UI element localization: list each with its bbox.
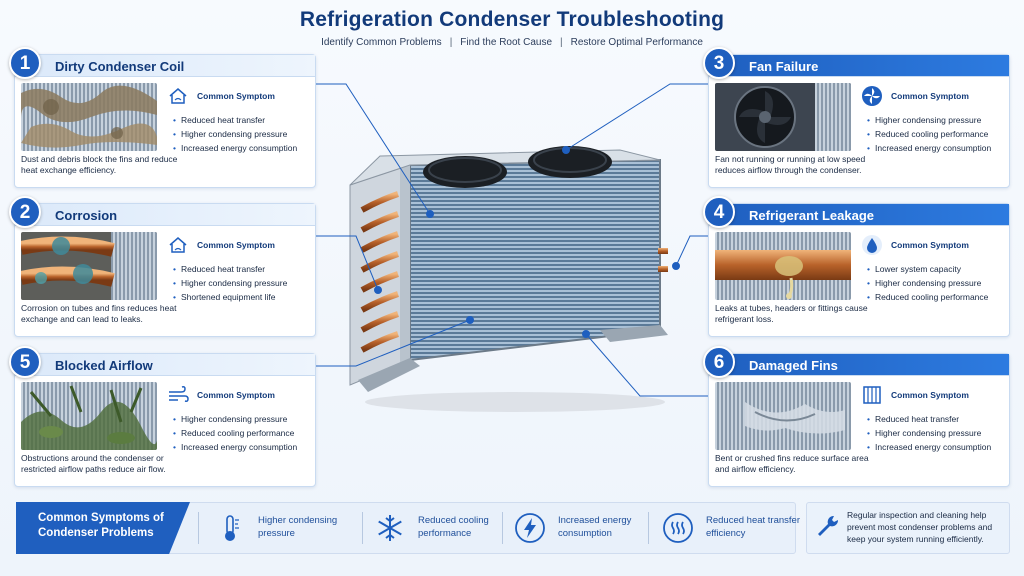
- symptom-item: Higher condensing pressure: [867, 426, 991, 440]
- card-blocked-airflow: Blocked Airflow 5 Common Symptom Higher …: [9, 346, 316, 487]
- card-title: Damaged Fins: [749, 358, 838, 373]
- card-number: 1: [9, 47, 41, 79]
- lightning-icon: [515, 513, 545, 543]
- blocked-airflow-photo: [21, 382, 157, 450]
- symptom-item: Increased energy consumption: [173, 440, 297, 454]
- card-refrigerant-leakage: Refrigerant Leakage 4 Common Symptom Low…: [703, 196, 1010, 337]
- card-caption: Dust and debris block the fins and reduc…: [21, 154, 178, 175]
- card-caption: Fan not running or running at low speed …: [715, 154, 866, 175]
- card-number: 4: [703, 196, 735, 228]
- divider: [502, 512, 503, 544]
- card-caption: Bent or crushed fins reduce surface area…: [715, 453, 869, 474]
- bottom-symptom-item: Increased energy consumption: [514, 510, 650, 546]
- symptom-heading: Common Symptom: [891, 240, 969, 250]
- card-corrosion: Corrosion 2 Common Symptom Reduced heat …: [9, 196, 316, 337]
- bottom-symptom-item: Higher condensing pressure: [214, 510, 364, 546]
- fan-icon: [862, 86, 882, 106]
- bottom-symptom-text: Reduced heat transfer efficiency: [706, 515, 801, 539]
- divider: [198, 512, 199, 544]
- card-title: Fan Failure: [749, 59, 819, 74]
- card-number: 2: [9, 196, 41, 228]
- house-warning-icon: [169, 237, 187, 253]
- symptom-heading: Common Symptom: [197, 390, 275, 400]
- card-caption: Corrosion on tubes and fins reduces heat…: [21, 303, 177, 324]
- droplet-icon: [862, 235, 882, 255]
- symptom-item: Higher condensing pressure: [867, 276, 988, 290]
- snowflake-icon: [378, 515, 402, 541]
- symptom-item: Reduced heat transfer: [173, 113, 297, 127]
- thermometer-icon: [225, 515, 239, 541]
- divider: [362, 512, 363, 544]
- card-number: 3: [703, 47, 735, 79]
- symptom-item: Reduced cooling performance: [173, 426, 297, 440]
- fan-failure-photo: [715, 83, 851, 151]
- symptom-item: Lower system capacity: [867, 262, 988, 276]
- divider: [648, 512, 649, 544]
- card-title: Corrosion: [55, 208, 118, 223]
- card-number: 6: [703, 346, 735, 378]
- symptom-item: Increased energy consumption: [173, 141, 297, 155]
- symptom-item: Higher condensing pressure: [173, 127, 297, 141]
- bottom-symptom-item: Reduced cooling performance: [374, 510, 504, 546]
- heat-waves-icon: [663, 513, 693, 543]
- dirty-coil-photo: [21, 83, 157, 151]
- symptom-item: Reduced heat transfer: [173, 262, 287, 276]
- symptom-list: Reduced heat transfer Higher condensing …: [173, 113, 297, 155]
- symptom-list: Lower system capacity Higher condensing …: [867, 262, 988, 304]
- bottom-symptom-text: Reduced cooling performance: [418, 515, 489, 539]
- bottom-symptom-item: Reduced heat transfer efficiency: [662, 510, 800, 546]
- damaged-fins-photo: [715, 382, 851, 450]
- symptom-item: Reduced cooling performance: [867, 290, 988, 304]
- refrigerant-leak-photo: [715, 232, 851, 300]
- symptom-item: Higher condensing pressure: [867, 113, 991, 127]
- card-caption: Leaks at tubes, headers or fittings caus…: [715, 303, 868, 324]
- symptom-item: Reduced cooling performance: [867, 127, 991, 141]
- fins-icon: [863, 386, 881, 404]
- bottom-symptom-text: Increased energy consumption: [558, 515, 632, 539]
- card-title: Dirty Condenser Coil: [55, 59, 185, 74]
- symptom-item: Increased energy consumption: [867, 440, 991, 454]
- symptom-list: Reduced heat transfer Higher condensing …: [867, 412, 991, 454]
- symptom-heading: Common Symptom: [891, 390, 969, 400]
- bottom-symptom-text: Higher condensing pressure: [258, 515, 338, 539]
- card-fan-failure: Fan Failure 3 Common Symptom Higher cond…: [703, 47, 1010, 188]
- subtitle-part: Restore Optimal Performance: [570, 37, 703, 48]
- thermometer-house-icon: [169, 88, 187, 104]
- symptom-heading: Common Symptom: [891, 91, 969, 101]
- corrosion-photo: [21, 232, 157, 300]
- card-title: Refrigerant Leakage: [749, 208, 874, 223]
- wrench-icon: [818, 515, 839, 536]
- card-number: 5: [9, 346, 41, 378]
- symptom-item: Higher condensing pressure: [173, 276, 287, 290]
- tip-text: Regular inspection and cleaning help pre…: [847, 510, 993, 544]
- common-symptoms-label: Common Symptoms of Condenser Problems: [16, 502, 190, 554]
- maintenance-tip: Regular inspection and cleaning help pre…: [806, 502, 1010, 554]
- symptom-item: Higher condensing pressure: [173, 412, 297, 426]
- page-subtitle: Identify Common Problems|Find the Root C…: [321, 37, 703, 48]
- symptom-list: Reduced heat transfer Higher condensing …: [173, 262, 287, 304]
- condenser-unit-illustration: [349, 146, 668, 412]
- card-title: Blocked Airflow: [55, 358, 153, 373]
- symptom-list: Higher condensing pressure Reduced cooli…: [173, 412, 297, 454]
- symptom-item: Increased energy consumption: [867, 141, 991, 155]
- symptom-list: Higher condensing pressure Reduced cooli…: [867, 113, 991, 155]
- wind-icon: [169, 386, 189, 402]
- card-caption: Obstructions around the condenser or res…: [21, 453, 166, 474]
- symptom-item: Reduced heat transfer: [867, 412, 991, 426]
- page-title: Refrigeration Condenser Troubleshooting: [299, 8, 725, 31]
- subtitle-part: Identify Common Problems: [321, 37, 442, 48]
- symptom-item: Shortened equipment life: [173, 290, 287, 304]
- card-damaged-fins: Damaged Fins 6 Common Symptom Reduced he…: [703, 346, 1010, 487]
- card-dirty-condenser-coil: Dirty Condenser Coil 1 Common Symptom Re…: [9, 47, 316, 188]
- symptom-heading: Common Symptom: [197, 240, 275, 250]
- symptom-heading: Common Symptom: [197, 91, 275, 101]
- subtitle-part: Find the Root Cause: [460, 37, 553, 48]
